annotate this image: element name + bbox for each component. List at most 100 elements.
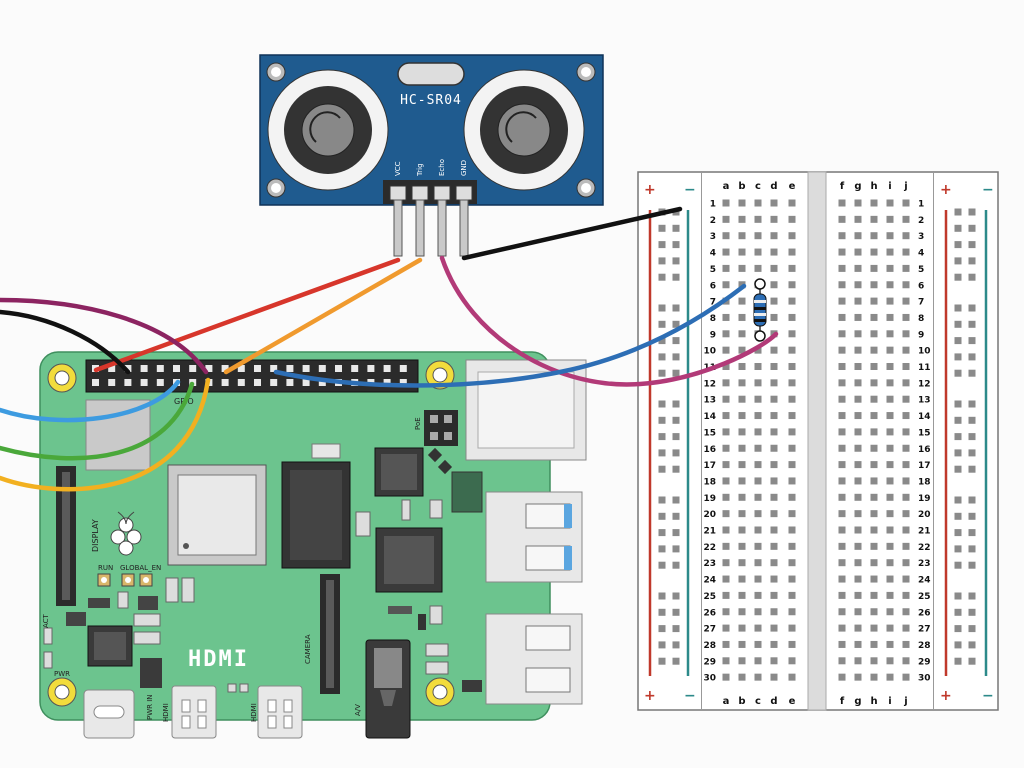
breadboard-hole: [870, 608, 878, 616]
rail-hole: [968, 369, 976, 377]
breadboard-hole: [838, 395, 846, 403]
column-label: g: [854, 696, 861, 707]
rail-hole: [658, 529, 666, 537]
row-label-left: 10: [703, 347, 716, 357]
breadboard-hole: [902, 199, 910, 207]
rail-hole: [954, 400, 962, 408]
breadboard-hole: [722, 412, 730, 420]
row-label-right: 4: [918, 249, 924, 259]
run-pads: [97, 573, 153, 587]
row-label-left: 18: [703, 477, 716, 487]
breadboard-hole: [738, 444, 746, 452]
rail-hole: [968, 496, 976, 504]
breadboard-hole: [788, 215, 796, 223]
pin-label-trig: Trig: [416, 163, 424, 177]
breadboard-hole: [854, 608, 862, 616]
breadboard-hole: [738, 608, 746, 616]
rail-hole: [672, 257, 680, 265]
rail-hole: [672, 304, 680, 312]
rail-hole: [954, 369, 962, 377]
breadboard-hole: [838, 542, 846, 550]
breadboard-hole: [838, 444, 846, 452]
pin-label-echo: Echo: [438, 159, 446, 176]
gpio-pin: [221, 365, 229, 372]
rail-plus-tl: +: [644, 182, 656, 198]
breadboard-hole: [838, 624, 846, 632]
raspberry-logo: [110, 511, 142, 556]
breadboard-hole: [738, 215, 746, 223]
breadboard-hole: [722, 673, 730, 681]
column-label: e: [789, 181, 796, 192]
row-label-left: 26: [703, 608, 716, 618]
column-label: j: [903, 181, 907, 192]
rail-hole: [954, 257, 962, 265]
breadboard-hole: [722, 215, 730, 223]
breadboard-hole: [722, 657, 730, 665]
rail-hole: [954, 465, 962, 473]
gpio-pin: [156, 379, 164, 386]
breadboard-hole: [754, 640, 762, 648]
rail-hole: [968, 241, 976, 249]
breadboard-hole: [770, 657, 778, 665]
breadboard-hole: [886, 199, 894, 207]
row-label-left: 16: [703, 445, 716, 455]
gpio-pin: [254, 365, 261, 372]
rail-hole: [954, 545, 962, 553]
breadboard-hole: [902, 591, 910, 599]
breadboard-hole: [788, 248, 796, 256]
breadboard-hole: [902, 428, 910, 436]
column-label: c: [755, 181, 761, 192]
rail-hole: [658, 608, 666, 616]
row-label-right: 13: [918, 396, 931, 406]
breadboard-hole: [902, 559, 910, 567]
breadboard-hole: [738, 559, 746, 567]
breadboard-hole: [770, 444, 778, 452]
breadboard-hole: [722, 461, 730, 469]
row-label-right: 7: [918, 298, 924, 308]
usb2-ports: [485, 613, 583, 705]
breadboard-hole: [854, 346, 862, 354]
row-label-right: 5: [918, 265, 924, 275]
breadboard-hole: [870, 363, 878, 370]
breadboard-hole: [838, 297, 846, 305]
breadboard-hole: [754, 657, 762, 665]
gpio-pin: [173, 365, 180, 372]
rail-hole: [672, 241, 680, 249]
column-label: f: [840, 181, 845, 192]
mounting-hole-bl: [47, 677, 77, 707]
row-label-left: 13: [703, 396, 716, 406]
rail-hole: [968, 320, 976, 328]
row-label-right: 20: [918, 510, 931, 520]
column-label: b: [738, 181, 745, 192]
breadboard-hole: [722, 477, 730, 485]
power-usb-c-port: [83, 689, 135, 739]
rail-hole: [968, 625, 976, 633]
breadboard-hole: [902, 363, 910, 370]
breadboard-hole: [886, 559, 894, 567]
breadboard-hole: [754, 363, 762, 370]
rail-hole: [672, 561, 680, 569]
row-label-left: 21: [703, 527, 716, 537]
breadboard-hole: [722, 444, 730, 452]
breadboard-hole: [838, 428, 846, 436]
rail-hole: [968, 592, 976, 600]
breadboard-hole: [886, 591, 894, 599]
rail-hole: [968, 416, 976, 424]
breadboard-hole: [770, 510, 778, 518]
breadboard-hole: [854, 313, 862, 321]
breadboard-hole: [854, 379, 862, 387]
rail-hole: [672, 657, 680, 665]
breadboard-hole: [788, 575, 796, 583]
column-label: g: [854, 181, 861, 192]
rail-hole: [672, 465, 680, 473]
breadboard-hole: [770, 477, 778, 485]
breadboard-hole: [754, 559, 762, 567]
breadboard-hole: [788, 199, 796, 207]
rail-hole: [658, 224, 666, 232]
breadboard-hole: [788, 346, 796, 354]
hdmi1-label: HDMI: [250, 703, 258, 722]
breadboard-hole: [854, 575, 862, 583]
breadboard-hole: [870, 199, 878, 207]
breadboard-hole: [838, 264, 846, 272]
row-label-left: 29: [703, 657, 716, 667]
